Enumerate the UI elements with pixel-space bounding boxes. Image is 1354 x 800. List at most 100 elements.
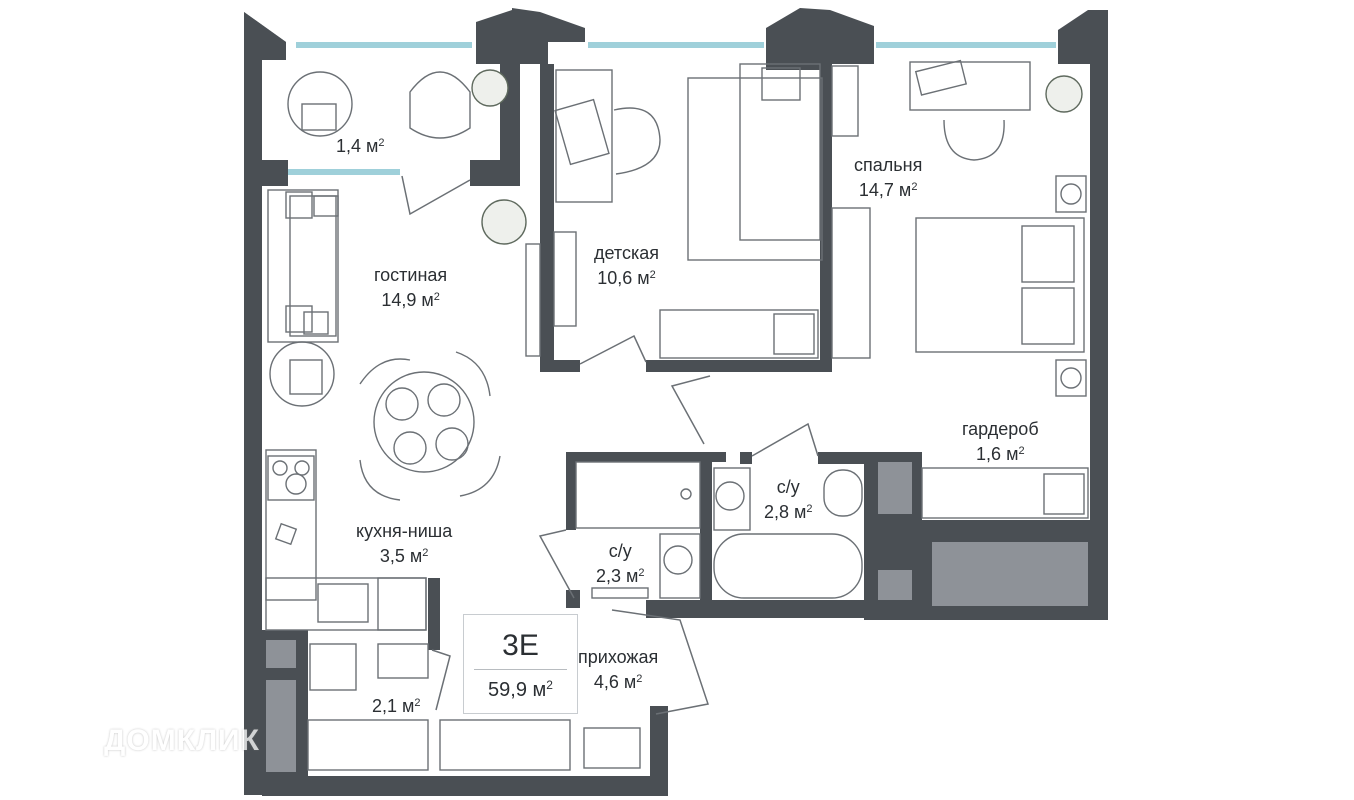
room-label-balcony: 1,4 м2 xyxy=(336,136,385,156)
chair xyxy=(385,387,419,421)
sink xyxy=(317,583,369,623)
wall-bath-mid xyxy=(700,452,712,602)
tv-stand xyxy=(831,207,871,359)
pillow xyxy=(285,191,313,219)
burner xyxy=(294,460,310,476)
room-label-bedroom: спальня 14,7 м2 xyxy=(854,155,923,200)
closet xyxy=(921,467,1089,519)
pillow xyxy=(1021,287,1075,345)
toilet xyxy=(823,469,863,517)
nightstand xyxy=(1055,359,1087,397)
badge-divider xyxy=(474,669,567,670)
room-label-hall: прихожая 4,6 м2 xyxy=(578,647,659,692)
sofa-seat xyxy=(289,195,337,337)
sink-bowl xyxy=(715,481,745,511)
doors xyxy=(401,175,819,715)
desk-chair xyxy=(943,119,1005,161)
desk-chair xyxy=(613,107,661,175)
shirt xyxy=(1043,473,1085,515)
wall-bath-top xyxy=(566,452,726,462)
book xyxy=(289,359,323,395)
chair-back xyxy=(359,459,401,501)
room-label-living: гостиная 14,9 м2 xyxy=(374,265,448,310)
chair xyxy=(393,431,427,465)
wall-left xyxy=(244,12,286,795)
wall-top-balcony xyxy=(476,8,540,185)
wall-top-3 xyxy=(766,8,874,70)
wall-kids-bottom-right xyxy=(646,360,832,372)
tv xyxy=(525,243,541,357)
nightstand xyxy=(1055,175,1087,213)
room-label-kitchen: кухня-ниша 3,5 м2 xyxy=(356,521,453,566)
double-bed xyxy=(915,217,1085,353)
room-label-kids: детская 10,6 м2 xyxy=(594,243,659,288)
rail xyxy=(307,719,429,771)
bookshelf xyxy=(553,231,577,327)
apartment-code: 3Е xyxy=(502,629,539,662)
drawing xyxy=(554,98,610,166)
dining-table xyxy=(373,371,475,473)
pillow xyxy=(285,305,313,333)
round-table xyxy=(287,71,353,137)
shirt xyxy=(309,643,357,691)
door-kids xyxy=(579,334,647,365)
wall-kids-left xyxy=(540,64,554,370)
chair-back xyxy=(359,358,411,385)
wall-bath-bottom-left xyxy=(566,590,580,608)
plant-icon xyxy=(471,69,509,107)
desk xyxy=(555,69,613,203)
kids-bed xyxy=(739,63,821,241)
coffee-table xyxy=(269,341,335,407)
nightstand xyxy=(831,65,859,137)
shower xyxy=(575,461,701,529)
wall-top-2 xyxy=(540,12,585,66)
wall-bottom xyxy=(262,776,668,796)
shelf xyxy=(377,643,429,679)
chair xyxy=(435,427,469,461)
kitchen-counter xyxy=(265,449,317,601)
box xyxy=(274,522,298,546)
pillow xyxy=(761,67,801,101)
door-balcony xyxy=(401,175,471,216)
armchair xyxy=(409,71,471,139)
room-label-bath1: с/у 2,8 м2 xyxy=(764,477,813,522)
lamp xyxy=(1060,183,1082,205)
chair-back xyxy=(459,455,501,497)
wall-top-left xyxy=(244,12,286,60)
drain xyxy=(680,488,692,500)
plants xyxy=(471,69,1083,245)
towel-rail xyxy=(591,587,649,599)
storage-blocks xyxy=(266,462,1088,772)
room-label-wardrobe: гардероб 1,6 м2 xyxy=(962,419,1039,464)
wall-kids-right xyxy=(820,64,832,372)
storage-block xyxy=(878,570,912,600)
hob xyxy=(267,455,315,501)
wall-right xyxy=(1058,10,1108,620)
apartment-total-area: 59,9 м2 xyxy=(488,678,553,701)
plant-icon xyxy=(481,199,527,245)
wall-kitchen-right xyxy=(428,578,440,650)
tablet xyxy=(301,103,337,131)
wall-balcony-bottom-right xyxy=(470,160,520,186)
storage-block xyxy=(878,462,912,514)
room-label-storage: 2,1 м2 xyxy=(372,696,421,716)
door-hall xyxy=(670,375,711,445)
wall-entry-right xyxy=(650,706,668,796)
pillow xyxy=(1021,225,1075,283)
chair-back xyxy=(455,351,491,397)
shirt xyxy=(773,313,815,355)
storage-block xyxy=(266,640,296,668)
lamp xyxy=(1060,367,1082,389)
burner xyxy=(285,473,307,495)
wall-kids-bottom-left xyxy=(540,360,580,372)
chair xyxy=(427,383,461,417)
house-icon xyxy=(52,719,92,760)
pillow xyxy=(313,195,339,217)
plant-icon xyxy=(1045,75,1083,113)
watermark-text: ДОМКЛИК xyxy=(104,724,260,757)
rug xyxy=(687,77,823,261)
pillow xyxy=(303,311,329,335)
kids-wardrobe xyxy=(659,309,819,359)
wall-balcony-bottom-left xyxy=(262,160,288,186)
